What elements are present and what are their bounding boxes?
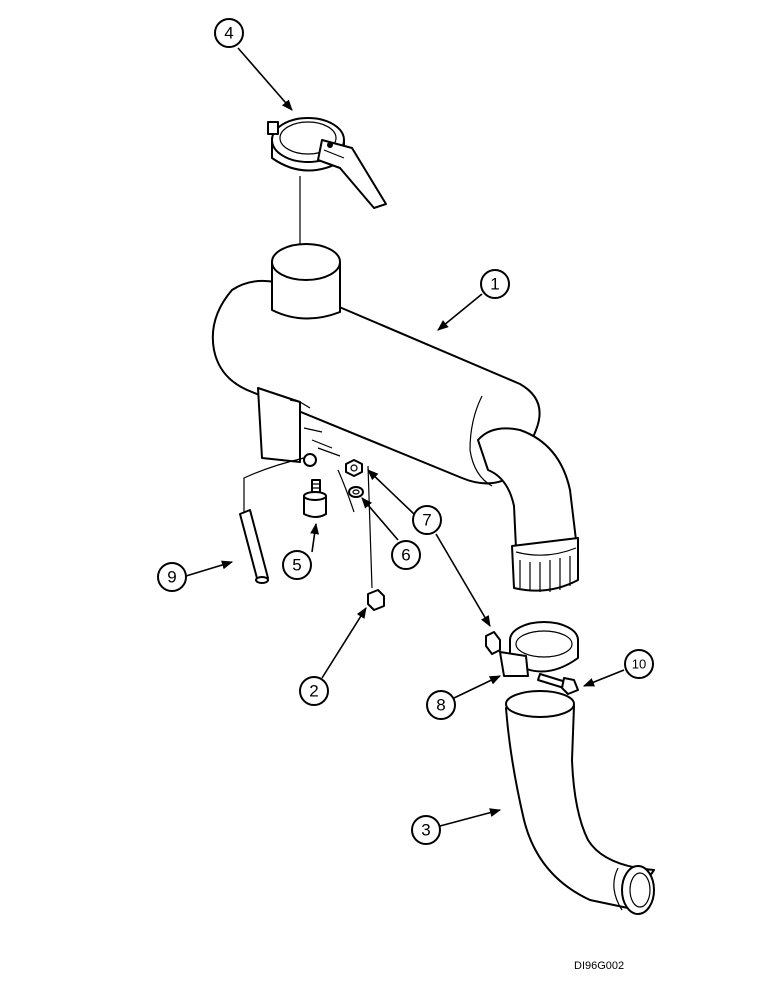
tail-pipe-part <box>505 690 655 915</box>
leader-3 <box>439 808 502 827</box>
rain-cap-part <box>267 117 387 209</box>
leader-9 <box>185 560 234 577</box>
washer-part <box>348 486 364 498</box>
isolator-part <box>303 479 327 518</box>
leader-2 <box>321 607 367 679</box>
callout-3-label: 3 <box>421 821 430 840</box>
nut-part <box>345 459 363 477</box>
clamp-bolt-part <box>537 673 579 695</box>
muffler-part <box>211 243 579 592</box>
leader-1 <box>437 293 483 331</box>
pin-part <box>239 509 269 584</box>
leader-8 <box>453 675 502 699</box>
callout-9: 9 <box>157 562 187 592</box>
leader-7-b <box>435 533 491 627</box>
callout-2-label: 2 <box>309 682 318 701</box>
callout-9-label: 9 <box>167 568 176 587</box>
callout-8: 8 <box>426 690 456 720</box>
leader-5 <box>310 522 320 553</box>
leader-7-a <box>367 469 415 515</box>
callout-10-label: 10 <box>632 657 646 672</box>
callout-7-label: 7 <box>422 511 431 530</box>
callout-4: 4 <box>214 18 244 48</box>
callout-1: 1 <box>480 269 510 299</box>
callout-5: 5 <box>282 550 312 580</box>
clamp-part <box>485 621 579 677</box>
callout-10: 10 <box>624 649 654 679</box>
callout-6: 6 <box>391 540 421 570</box>
pin-guide-line <box>243 457 305 512</box>
bolt-center-line <box>367 465 373 589</box>
leader-lines <box>185 47 625 827</box>
callout-6-label: 6 <box>401 546 410 565</box>
callout-1-label: 1 <box>490 275 499 294</box>
leader-4 <box>237 47 293 111</box>
callout-5-label: 5 <box>292 556 301 575</box>
callout-7: 7 <box>412 505 442 535</box>
callout-4-label: 4 <box>224 24 233 43</box>
leader-6 <box>361 497 399 541</box>
bolt-part <box>367 589 385 611</box>
callout-8-label: 8 <box>436 696 445 715</box>
callout-3: 3 <box>411 815 441 845</box>
drawing-code: DI96G002 <box>574 960 625 972</box>
callout-2: 2 <box>299 676 329 706</box>
leader-10 <box>582 669 625 687</box>
